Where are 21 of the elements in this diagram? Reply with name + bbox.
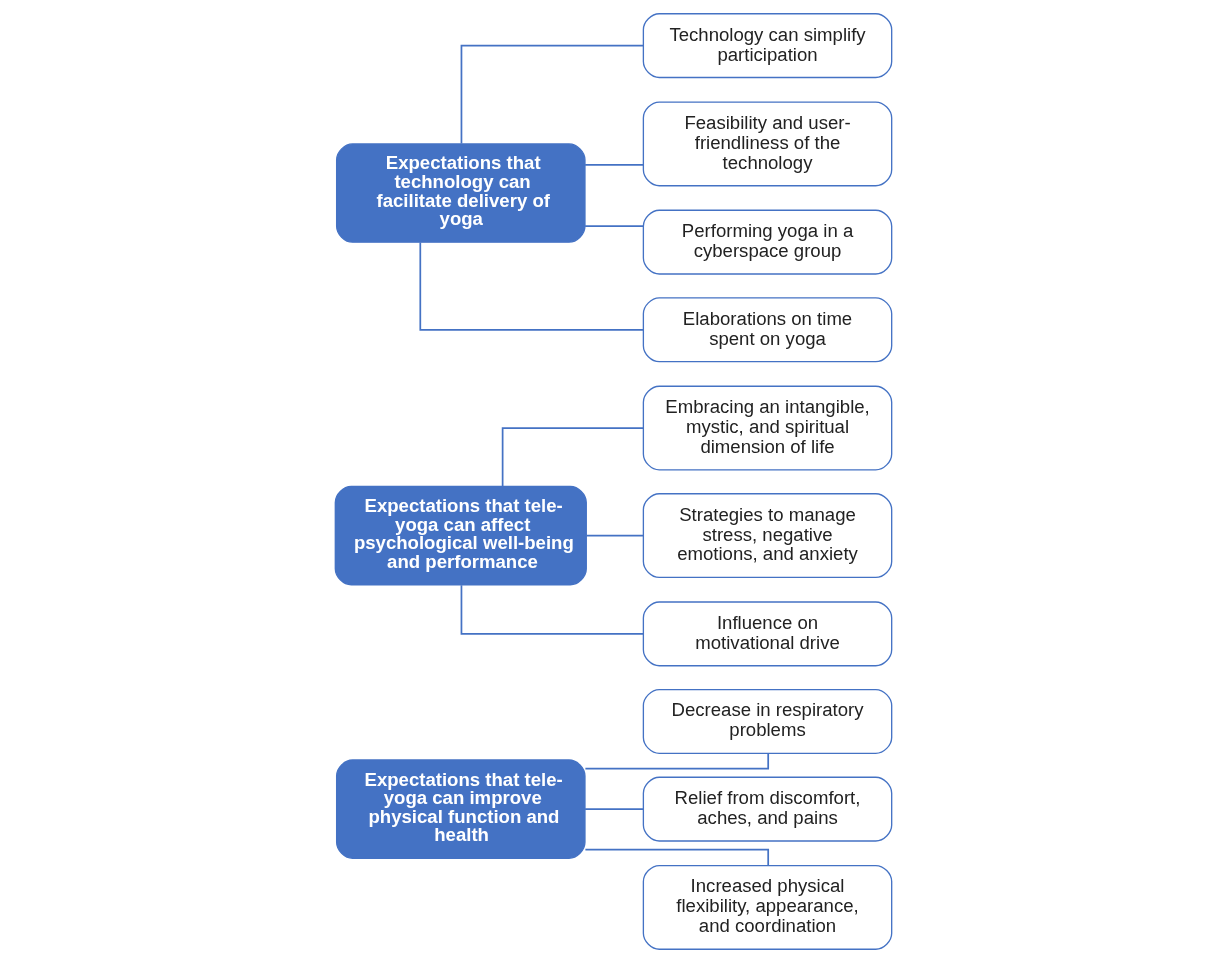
- node-box: Performing yoga in a cyberspace group: [642, 209, 893, 275]
- node-box: Increased physical flexibility, appearance, and coordination: [642, 864, 893, 950]
- connector: [460, 44, 644, 145]
- node-box: Strategies to manage stress, negative emotions, and anxiety: [642, 493, 893, 579]
- node-box: Decrease in respiratory problems: [642, 688, 893, 755]
- connector: [460, 584, 644, 635]
- node-box: Feasibility and user-friendliness of the technology: [642, 101, 893, 187]
- node-box: Expectations that tele-yoga can affect psychological well-being and performance: [334, 485, 587, 586]
- node-box: Expectations that technology can facilitate delivery of yoga: [335, 143, 586, 243]
- node-box: Technology can simplify participation: [642, 13, 893, 79]
- connector: [584, 225, 644, 228]
- node-box: Relief from discomfort, aches, and pains: [642, 776, 893, 842]
- node-box: Embracing an intangible, mystic, and spiritual dimension of life: [642, 385, 893, 471]
- connector: [585, 534, 644, 537]
- connector: [584, 163, 644, 166]
- node-box: Influence on motivational drive: [642, 601, 893, 667]
- node-box: Expectations that tele-yoga can improve physical function and health: [335, 759, 586, 859]
- connector: [584, 808, 644, 810]
- connector: [419, 241, 644, 331]
- connector: [501, 427, 645, 488]
- node-box: Elaborations on time spent on yoga: [642, 297, 893, 363]
